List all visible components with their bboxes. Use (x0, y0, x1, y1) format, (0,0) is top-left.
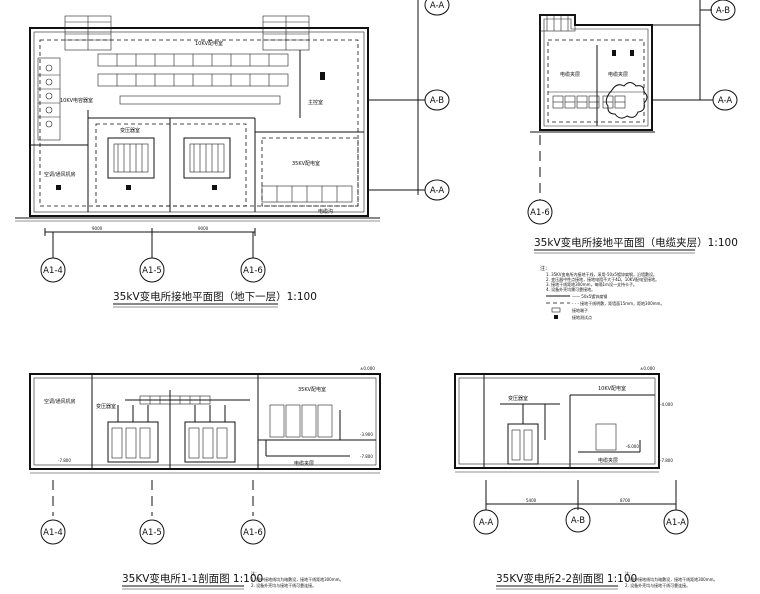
svg-text:A-B: A-B (716, 6, 730, 16)
svg-text:A-A: A-A (430, 186, 445, 196)
s11-transformer: 变压器室 (96, 403, 116, 410)
plan-b1-title: 35kV变电所接地平面图（地下一层）1:100 (113, 290, 317, 303)
mezz-room-1: 电缆夹层 (560, 71, 580, 78)
switchgear-35kv (261, 185, 353, 203)
room-aircon: 空调/通风机房 (44, 171, 76, 178)
section22-transformer (500, 403, 560, 465)
svg-text:2. 变压器中性点接地，接地电阻不大于4Ω，10KV配电室接: 2. 变压器中性点接地，接地电阻不大于4Ω，10KV配电室接地。 (546, 276, 659, 282)
plan-mezz-title: 35kV变电所接地平面图（电缆夹层）1:100 (534, 236, 738, 249)
mezz-axis-aa: A-A (712, 89, 738, 111)
switchgear-10kv (97, 53, 289, 105)
s22-note-0: 注： (625, 570, 633, 576)
svg-text:A-A: A-A (479, 518, 494, 528)
axis-bubble-a1-5: A1-5 (139, 257, 165, 283)
s22-axis-a1-a: A1-A (663, 509, 689, 535)
dim-1: 9000 (92, 226, 103, 231)
s11-level-mid: -3.900 (360, 432, 373, 437)
svg-text:—— 50x5镀锌扁钢: —— 50x5镀锌扁钢 (572, 293, 607, 299)
s11-note-1: 1. 图中接地线均为暗敷设，接地干线距地300mm。 (251, 576, 344, 582)
s22-transformer: 变压器室 (508, 395, 528, 402)
s11-35kv: 35KV配电室 (298, 386, 326, 393)
s22-level-1: -4.000 (660, 402, 673, 407)
transformer-2 (183, 137, 231, 179)
svg-text:1. 35KV变电所内接地干线，采用-50x5镀锌扁钢，沿墙: 1. 35KV变电所内接地干线，采用-50x5镀锌扁钢，沿墙敷设。 (546, 271, 657, 277)
svg-text:A-B: A-B (571, 516, 585, 526)
svg-text:A1-6: A1-6 (243, 266, 263, 276)
axis-bubble-aa-bottom: A-A (424, 179, 450, 201)
s11-cable: 电缆夹层 (294, 460, 314, 467)
svg-text:A1-6: A1-6 (243, 528, 263, 538)
s11-axis-a1-5: A1-5 (139, 519, 165, 545)
s11-axis-a1-4: A1-4 (40, 519, 66, 545)
stairs-left (64, 15, 112, 51)
section-2-2: 变压器室 10KV配电室 电缆夹层 ±0.000 -4.000 -6.000 -… (454, 366, 718, 590)
svg-text:4. 设备外壳均需可靠接地。: 4. 设备外壳均需可靠接地。 (546, 286, 595, 292)
axis-bubble-aa-top: A-A (424, 0, 450, 16)
s11-level-low1: -7.800 (58, 458, 71, 463)
s11-note-2: 2. 设备外壳均与接地干线可靠连接。 (251, 582, 316, 588)
svg-text:接地测试点: 接地测试点 (572, 314, 592, 320)
s22-dim-1: 5400 (526, 498, 537, 503)
plan-b1: 10KV配电室 10KV电容器室 变压器室 35KV配电室 主控室 空调/通风机… (15, 0, 450, 308)
mezz-room-2: 电缆夹层 (608, 71, 628, 78)
s22-level-top: ±0.000 (640, 366, 655, 371)
svg-text:注：: 注： (540, 265, 550, 272)
section22-title: 35KV变电所2-2剖面图 1:100 (496, 572, 637, 585)
mezz-legend: 注： 1. 35KV变电所内接地干线，采用-50x5镀锌扁钢，沿墙敷设。 2. … (540, 265, 664, 320)
section11-cabinets (269, 404, 333, 438)
s11-note-0: 注： (251, 570, 259, 576)
s22-axis-aa: A-A (473, 509, 499, 535)
svg-text:3. 接地干线距地300mm，每隔1m设一支持卡子。: 3. 接地干线距地300mm，每隔1m设一支持卡子。 (546, 281, 637, 287)
axis-bubble-a1-4: A1-4 (40, 257, 66, 283)
dim-2: 9000 (198, 226, 209, 231)
s11-level-low2: -7.800 (360, 454, 373, 459)
room-cable: 电缆沟 (318, 208, 333, 215)
s22-level-3: -7.800 (660, 458, 673, 463)
room-35kv: 35KV配电室 (292, 160, 320, 167)
s11-level-top: ±0.000 (360, 366, 375, 371)
room-transformer: 变压器室 (120, 127, 140, 134)
s22-level-2: -6.000 (626, 444, 639, 449)
section-1-1: 空调/通风机房 变压器室 35KV配电室 电缆夹层 ±0.000 -3.900 … (29, 366, 381, 590)
section11-transformer-1 (107, 405, 159, 463)
axis-bubble-a1-6: A1-6 (240, 257, 266, 283)
s22-10kv: 10KV配电室 (598, 385, 626, 392)
transformer-1 (107, 137, 155, 179)
svg-text:- - - 接地干线明敷，距墙面15mm，距地300mm。: - - - 接地干线明敷，距墙面15mm，距地300mm。 (572, 300, 664, 306)
s22-note-2: 2. 设备外壳均与接地干线可靠连接。 (625, 582, 690, 588)
mezz-axis-a1-6: A1-6 (527, 199, 553, 225)
svg-text:接地端子: 接地端子 (572, 307, 588, 313)
svg-text:A-B: A-B (430, 96, 444, 106)
section11-title: 35KV变电所1-1剖面图 1:100 (122, 572, 263, 585)
svg-text:A-A: A-A (718, 96, 733, 106)
svg-text:A1-A: A1-A (666, 518, 686, 528)
s22-cable: 电缆夹层 (598, 457, 618, 464)
s22-note-1: 1. 图中接地线均为暗敷设，接地干线距地300mm。 (625, 576, 718, 582)
svg-text:A1-5: A1-5 (142, 266, 162, 276)
room-control: 主控室 (308, 99, 323, 106)
capacitor-cabinets (37, 57, 61, 141)
svg-text:A1-6: A1-6 (530, 208, 550, 218)
stairs-right (262, 15, 310, 51)
svg-text:A1-5: A1-5 (142, 528, 162, 538)
svg-text:A1-4: A1-4 (43, 266, 63, 276)
svg-text:A-A: A-A (430, 1, 445, 11)
section11-transformer-2 (184, 405, 236, 463)
s22-axis-ab: A-B (565, 507, 591, 533)
axis-bubble-ab: A-B (424, 89, 450, 111)
room-10kv: 10KV配电室 (195, 40, 223, 47)
svg-text:A1-4: A1-4 (43, 528, 63, 538)
mezzanine-cabinets (552, 95, 626, 109)
plan-mezzanine: 电缆夹层 电缆夹层 A-B A-A A1-6 35kV变电所接地平面图（电缆夹层… (527, 0, 738, 320)
mezz-axis-ab: A-B (710, 0, 736, 21)
s11-aircon: 空调/通风机房 (44, 398, 76, 405)
room-10kv-left: 10KV电容器室 (60, 97, 93, 104)
s22-dim-2: 8700 (620, 498, 631, 503)
s11-axis-a1-6: A1-6 (240, 519, 266, 545)
